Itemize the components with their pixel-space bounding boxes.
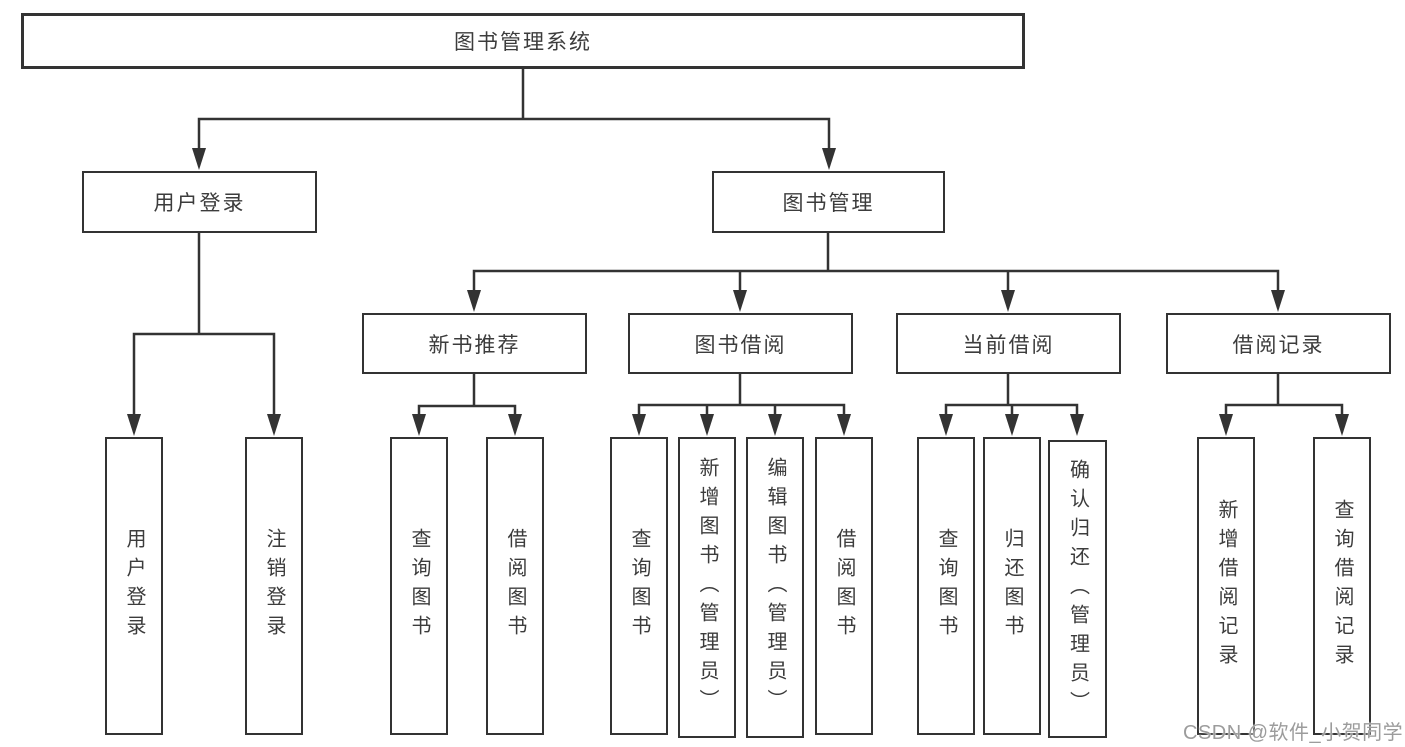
node-current-borrow: 当前借阅 <box>896 313 1121 374</box>
arrowhead-icon <box>467 290 481 312</box>
leaf-add-borrow-record: 新增借阅记录 <box>1197 437 1255 735</box>
node-label: 查询图书 <box>628 528 650 644</box>
node-label: 借阅图书 <box>833 528 855 644</box>
node-label: 用户登录 <box>123 528 145 644</box>
connector-recommend-to-leaves <box>417 372 517 419</box>
node-root-label: 图书管理系统 <box>454 31 592 54</box>
arrowhead-icon <box>1335 414 1349 436</box>
arrowhead-icon <box>127 414 141 436</box>
arrowhead-icon <box>1219 414 1233 436</box>
node-label: 图书管理 <box>782 192 875 215</box>
arrowhead-icon <box>939 414 953 436</box>
leaf-edit-books-admin: 编辑图书（管理员） <box>746 437 804 738</box>
node-label: 查询借阅记录 <box>1331 499 1353 673</box>
leaf-borrow-books-recommend: 借阅图书 <box>486 437 544 735</box>
node-new-book-recommend: 新书推荐 <box>362 313 587 374</box>
arrowhead-icon <box>733 290 747 312</box>
arrowhead-icon <box>192 148 206 170</box>
leaf-query-books-borrow: 查询图书 <box>610 437 668 735</box>
node-root: 图书管理系统 <box>21 13 1025 69</box>
node-label: 新增图书（管理员） <box>696 457 718 718</box>
node-label: 查询图书 <box>935 528 957 644</box>
csdn-watermark: CSDN @软件_小贺同学 <box>1183 722 1404 744</box>
connector-bookmgmt-to-level3 <box>472 231 1280 294</box>
node-label: 用户登录 <box>153 192 246 215</box>
arrowhead-icon <box>632 414 646 436</box>
arrowhead-icon <box>508 414 522 436</box>
node-label: 查询图书 <box>408 528 430 644</box>
arrowhead-icon <box>700 414 714 436</box>
connector-records-to-leaves <box>1224 372 1344 419</box>
node-label: 借阅记录 <box>1232 333 1325 357</box>
arrowhead-icon <box>1271 290 1285 312</box>
leaf-user-login: 用户登录 <box>105 437 163 735</box>
arrowhead-icon <box>267 414 281 436</box>
leaf-borrow-books-borrow: 借阅图书 <box>815 437 873 735</box>
arrowhead-icon <box>1070 414 1084 436</box>
arrowhead-icon <box>822 148 836 170</box>
node-user-login: 用户登录 <box>82 171 317 233</box>
node-borrow-records: 借阅记录 <box>1166 313 1391 374</box>
leaf-confirm-return-admin: 确认归还（管理员） <box>1048 440 1107 738</box>
node-label: 新增借阅记录 <box>1215 499 1237 673</box>
leaf-logout: 注销登录 <box>245 437 303 735</box>
connector-root-to-level2 <box>197 67 831 152</box>
node-label: 图书借阅 <box>694 333 787 357</box>
arrowhead-icon <box>1001 290 1015 312</box>
connector-borrow-to-leaves <box>637 372 846 419</box>
arrowhead-icon <box>768 414 782 436</box>
node-label: 注销登录 <box>263 528 285 644</box>
leaf-add-books-admin: 新增图书（管理员） <box>678 437 736 738</box>
node-label: 归还图书 <box>1001 528 1023 644</box>
leaf-query-borrow-record: 查询借阅记录 <box>1313 437 1371 735</box>
node-label: 当前借阅 <box>962 333 1055 357</box>
leaf-query-books-current: 查询图书 <box>917 437 975 735</box>
arrowhead-icon <box>412 414 426 436</box>
node-label: 确认归还（管理员） <box>1066 458 1089 720</box>
leaf-query-books-recommend: 查询图书 <box>390 437 448 735</box>
arrowhead-icon <box>1005 414 1019 436</box>
node-book-borrow: 图书借阅 <box>628 313 853 374</box>
connector-current-to-leaves <box>944 372 1079 419</box>
connector-userlogin-to-leaves <box>132 231 276 418</box>
arrowhead-icon <box>837 414 851 436</box>
leaf-return-books: 归还图书 <box>983 437 1041 735</box>
node-label: 新书推荐 <box>428 333 521 357</box>
node-label: 编辑图书（管理员） <box>764 457 786 718</box>
node-book-management: 图书管理 <box>712 171 945 233</box>
node-label: 借阅图书 <box>504 528 526 644</box>
